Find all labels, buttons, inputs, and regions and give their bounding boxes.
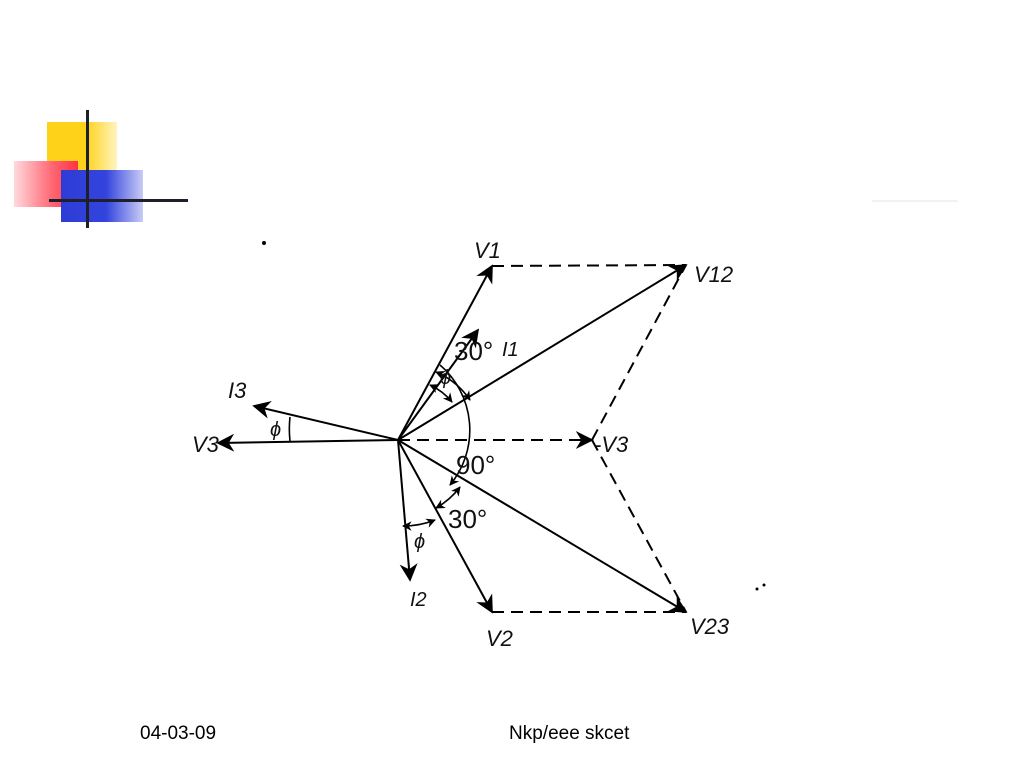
angle-arc-phi-top	[429, 384, 453, 403]
label-angle-30-top: 30°	[454, 336, 493, 366]
footer-date: 04-03-09	[140, 723, 217, 744]
phasor-v3	[216, 433, 399, 452]
logo-horizontal-line	[49, 199, 188, 202]
dashed-negv3-v23	[591, 439, 687, 613]
label-v1: V1	[474, 238, 501, 263]
speck	[755, 587, 759, 591]
footer-author: Nkp/eee skcet	[509, 723, 630, 744]
slide-logo	[0, 0, 200, 240]
speck	[762, 583, 766, 587]
label-i3: I3	[228, 378, 247, 403]
faint-divider	[872, 200, 958, 202]
logo-blue-square	[61, 170, 143, 222]
label-v3: V3	[192, 432, 220, 457]
logo-vertical-line	[86, 110, 89, 228]
label-angle-90: 90°	[456, 450, 495, 480]
speck	[262, 241, 266, 245]
label-i1: I1	[502, 339, 519, 361]
label-i2: I2	[410, 589, 427, 611]
dashed-v1-v12	[491, 264, 687, 267]
angle-arc-30-top	[435, 370, 471, 401]
label-v2: V2	[486, 626, 513, 651]
angle-arc-30-bottom	[435, 486, 461, 509]
phasor-v23	[397, 439, 688, 613]
phasor-v1	[397, 264, 493, 441]
angle-arc-phi-bottom	[402, 518, 436, 531]
label-v23: V23	[690, 614, 730, 639]
phasor-i3	[252, 400, 399, 441]
label-angle-30-bottom: 30°	[448, 504, 487, 534]
label-v12: V12	[694, 262, 733, 287]
label-phi-left: ϕ	[270, 419, 281, 441]
phasor-v2	[397, 439, 493, 614]
angle-arc-phi-left	[288, 416, 291, 442]
label-phi-bottom: ϕ	[414, 531, 425, 553]
label-neg-v3: -V3	[594, 432, 629, 457]
phasor-i2	[397, 439, 418, 582]
dashed-negv3-v12	[591, 264, 687, 441]
label-phi-top: ϕ	[440, 367, 451, 389]
phasor-v12	[397, 264, 688, 441]
